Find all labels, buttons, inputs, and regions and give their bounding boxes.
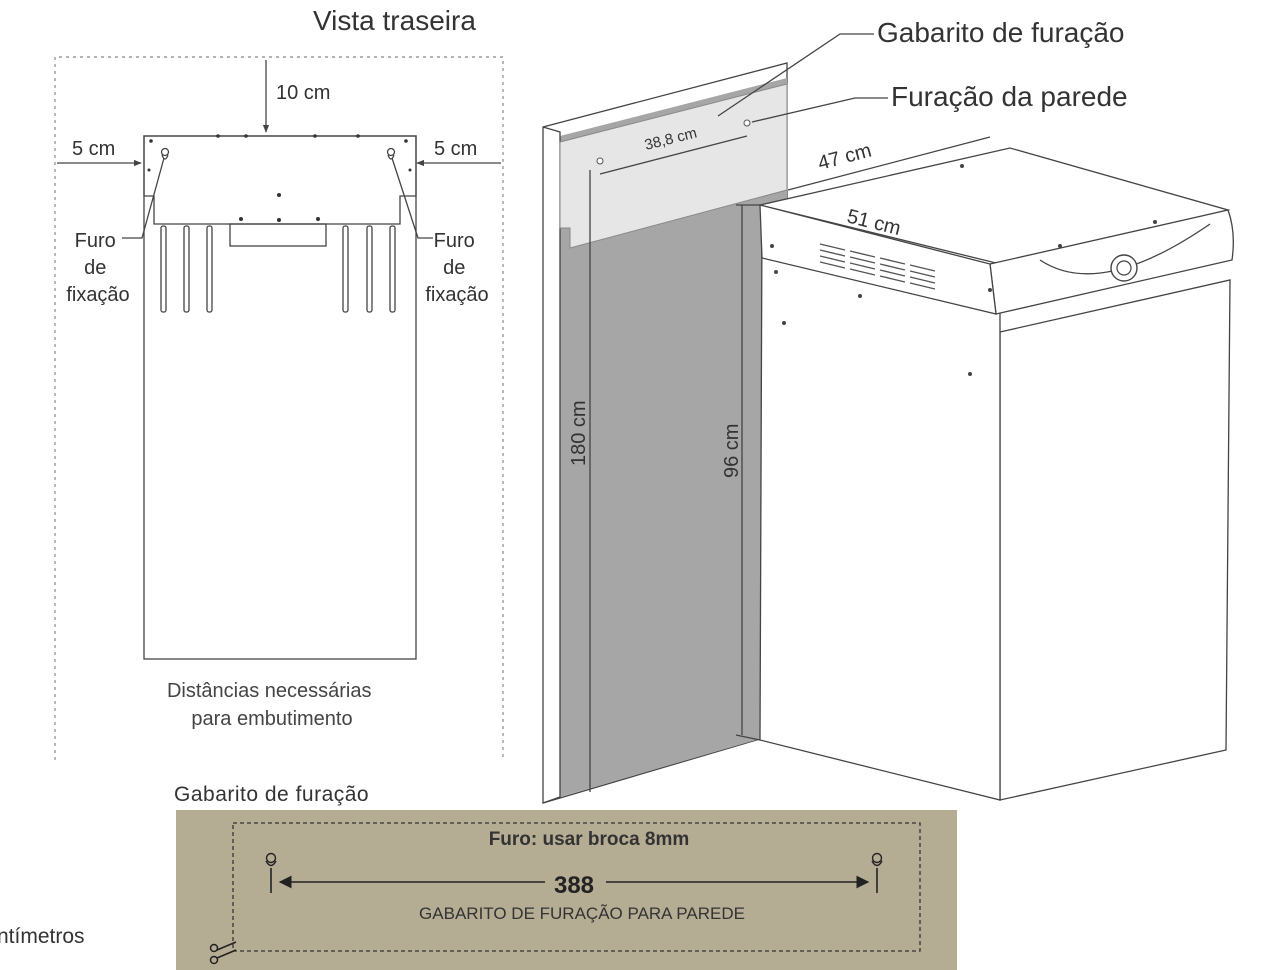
- right-keyhole-icon: [386, 147, 396, 160]
- appliance-front-face: [999, 279, 1231, 801]
- left-clearance-label: 5 cm: [72, 138, 115, 160]
- template-heading: Gabarito de furação: [174, 783, 369, 806]
- template-drill-note: Furo: usar broca 8mm: [489, 829, 690, 850]
- clearance-envelope: [54, 56, 504, 760]
- template-cut-border: [232, 822, 921, 952]
- wall-callout-leader: [751, 97, 888, 123]
- rear-tubes: [160, 225, 396, 313]
- left-hole-leader: [122, 157, 165, 239]
- appliance-console-front: [989, 209, 1234, 315]
- holes-dim-line: [599, 135, 748, 175]
- rear-top-panel: [143, 135, 417, 225]
- scissors-icon: [209, 941, 237, 965]
- units-note: ntímetros: [0, 925, 85, 948]
- depth-dim-line: [787, 136, 991, 191]
- template-left-keyhole-icon: [265, 852, 277, 893]
- top-clearance-label: 10 cm: [276, 82, 330, 104]
- wall-inner-face: [560, 78, 787, 797]
- template-distance: 388: [554, 872, 594, 899]
- rear-connector-box: [229, 223, 327, 247]
- template-right-keyhole-icon: [871, 852, 883, 893]
- iso-view: 38,8 cm 180 cm 9: [542, 17, 1234, 804]
- right-hole-label: Furo de fixação: [425, 230, 488, 306]
- rear-view: Vista traseira 10 cm 5 cm 5 cm: [54, 5, 504, 760]
- console-vents: [819, 243, 936, 290]
- template-callout-label: Gabarito de furação: [877, 17, 1125, 48]
- right-clearance-label: 5 cm: [434, 138, 477, 160]
- drilling-template-piece: [559, 83, 788, 249]
- rear-screws: [147, 134, 412, 222]
- drilling-template: Gabarito de furação Furo: usar broca 8mm…: [174, 783, 957, 970]
- wall-edge: [542, 126, 561, 804]
- appliance-console-side: [759, 204, 997, 315]
- wall-height-label: 180 cm: [568, 400, 590, 466]
- unit-height-label: 96 cm: [721, 424, 743, 478]
- left-hole-label: Furo de fixação: [66, 230, 129, 306]
- template-holes: [596, 119, 751, 165]
- left-keyhole-icon: [160, 147, 170, 160]
- wall-callout-label: Furação da parede: [891, 81, 1128, 112]
- template-callout-leader: [717, 33, 874, 117]
- template-background: [176, 810, 957, 970]
- right-hole-leader: [391, 157, 433, 239]
- rear-view-title: Vista traseira: [313, 5, 476, 36]
- template-caption: GABARITO DE FURAÇÃO PARA PAREDE: [419, 904, 745, 923]
- appliance-screws: [770, 164, 1157, 376]
- rear-view-caption: Distâncias necessárias para embutimento: [167, 680, 377, 730]
- control-knob-icon: [1110, 254, 1138, 282]
- appliance-rear-body: [143, 135, 417, 660]
